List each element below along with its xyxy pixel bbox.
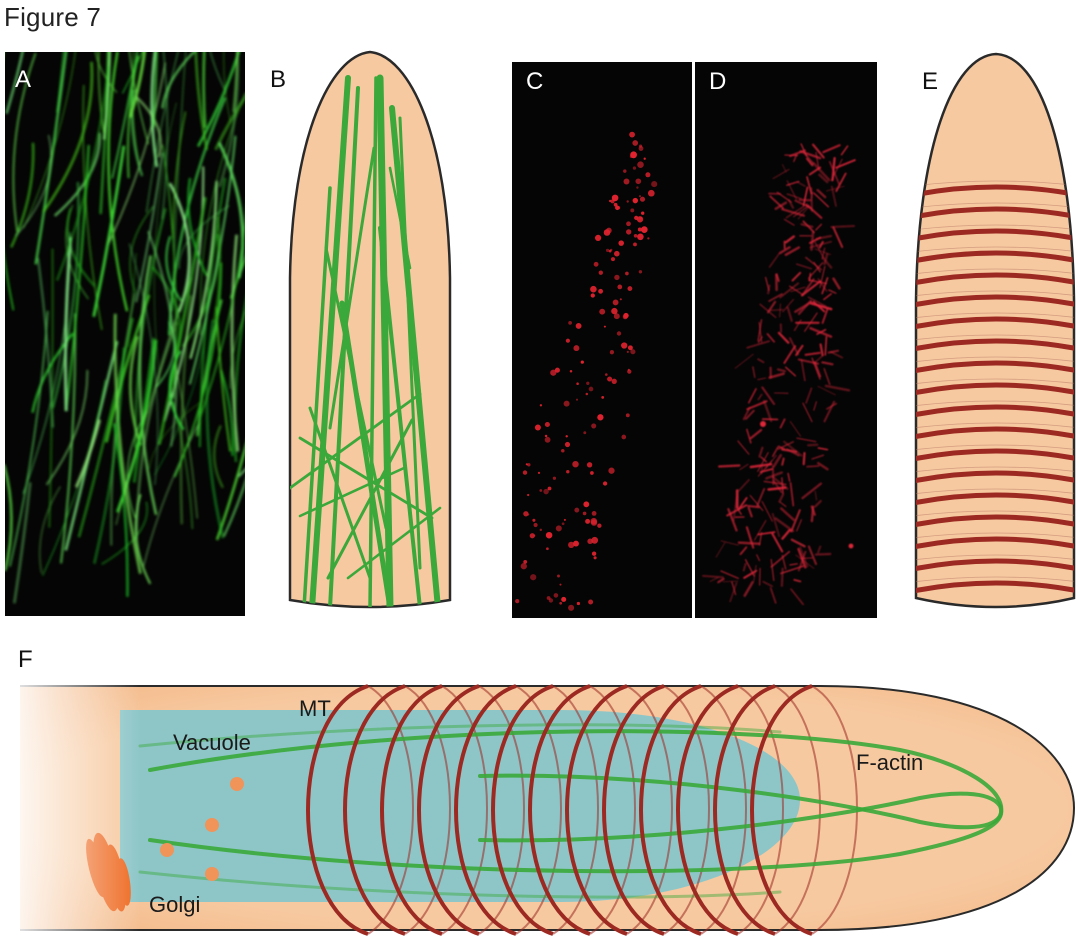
panel-c: C	[512, 62, 692, 618]
panel-d-label: D	[709, 68, 727, 95]
panel-b-diagram	[288, 50, 452, 609]
panel-b: B	[270, 48, 470, 620]
panel-e: E	[912, 50, 1080, 620]
panel-f: F MT Vacuole F-actin Golgi	[0, 640, 1080, 944]
factin-label: F-actin	[856, 750, 924, 775]
panel-a-micrograph	[5, 52, 245, 616]
panel-d: D	[695, 62, 877, 618]
mt-label: MT	[299, 696, 331, 721]
panel-e-diagram	[914, 52, 1076, 609]
panel-a-label: A	[15, 66, 32, 93]
figure-title: Figure 7	[4, 2, 101, 32]
vacuole-label: Vacuole	[173, 730, 251, 755]
panel-d-micrograph	[695, 62, 877, 618]
panel-c-label: C	[526, 68, 544, 95]
panel-f-label: F	[18, 646, 33, 673]
panel-e-label: E	[922, 68, 939, 95]
golgi-label: Golgi	[149, 892, 201, 917]
panel-b-label: B	[270, 66, 287, 93]
panel-c-micrograph	[512, 62, 692, 618]
panel-a: A	[5, 52, 245, 616]
panel-f-diagram	[0, 670, 1080, 944]
panel-e-cell	[914, 52, 1076, 609]
